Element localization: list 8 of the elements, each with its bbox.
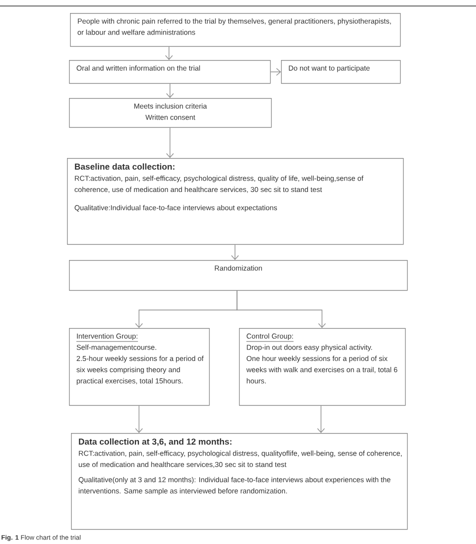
arrow [165, 46, 173, 60]
arrow [135, 405, 143, 433]
arrow [317, 405, 325, 433]
arrow [166, 83, 174, 98]
arrow [270, 68, 281, 76]
arrow [231, 244, 239, 260]
arrow [166, 127, 174, 158]
arrow [236, 290, 326, 328]
